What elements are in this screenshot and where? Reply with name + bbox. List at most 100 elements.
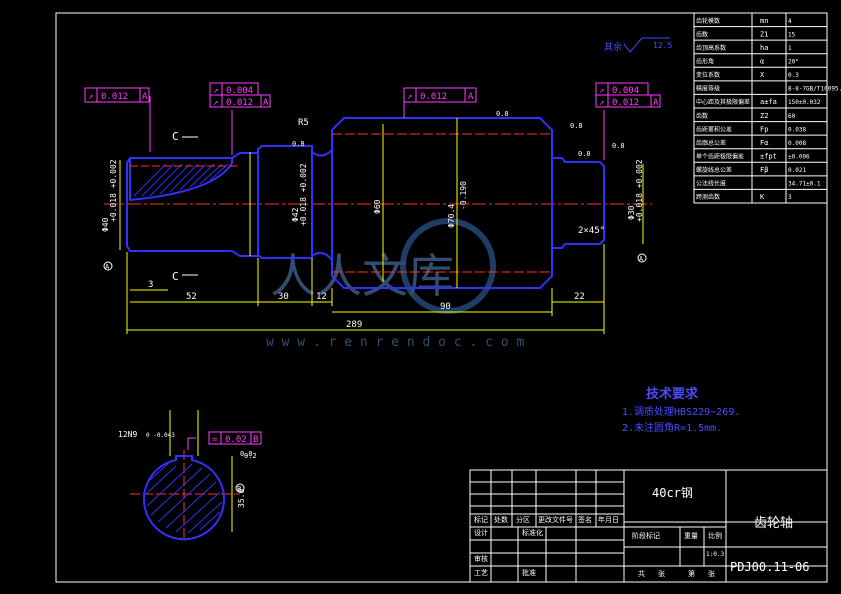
watermark-url: w w w . r e n r e n d o c . c o m xyxy=(266,335,524,350)
param-value: 34.71±0.1 xyxy=(788,181,821,188)
param-value: 4 xyxy=(788,18,792,25)
dim-d-left: Φ40 xyxy=(101,217,110,232)
dim-d-left-tol: +0.018 +0.002 xyxy=(109,159,118,222)
param-value: 0.038 xyxy=(788,126,806,133)
param-value: 3 xyxy=(788,194,792,201)
svg-text:标记: 标记 xyxy=(474,515,488,524)
gear-section xyxy=(331,117,553,289)
param-name: 齿顶高系数 xyxy=(696,44,726,52)
param-value: 0.008 xyxy=(788,140,806,147)
dim-len-3: 3 xyxy=(148,280,153,290)
dim-len-90: 90 xyxy=(440,302,451,312)
tol-frame-4: ↗ 0.012 A xyxy=(403,87,477,103)
param-name: 中心距及其极限偏差 xyxy=(696,98,750,106)
param-symbol: Fβ xyxy=(760,166,768,174)
svg-text:签名: 签名 xyxy=(578,515,592,524)
section-view: 12N9 0 -0.043 35.0 0.2 xyxy=(118,410,257,541)
dim-groove: R5 xyxy=(298,118,309,128)
shaft-right-journal xyxy=(552,157,605,249)
watermark: 人人文库 w w w . r e n r e n d o c . c o m xyxy=(266,218,524,350)
svg-text:0.012: 0.012 xyxy=(101,92,128,102)
dim-len-12: 12 xyxy=(316,292,327,302)
param-value: 8-8-7GB/T10095.1-2001 xyxy=(788,86,841,93)
svg-text:共: 共 xyxy=(638,569,645,578)
dim-d-right: Φ30 xyxy=(627,205,636,220)
param-name: 公法线长度 xyxy=(696,180,726,188)
svg-text:分区: 分区 xyxy=(516,515,530,524)
param-name: 变位系数 xyxy=(696,71,720,79)
dimension-lines xyxy=(119,118,644,334)
svg-text:工艺: 工艺 xyxy=(474,569,488,577)
svg-text:处数: 处数 xyxy=(494,515,508,524)
svg-text:=: = xyxy=(212,435,218,445)
svg-text:↗: ↗ xyxy=(599,86,604,96)
param-symbol: Fα xyxy=(760,139,768,147)
drawing-number-text: PDJ00.11-06 xyxy=(730,560,809,574)
svg-text:0.004: 0.004 xyxy=(612,86,639,96)
svg-text:0.012: 0.012 xyxy=(420,92,447,102)
shaft-left-journal xyxy=(126,152,259,257)
material-text: 40cr钢 xyxy=(652,486,693,500)
svg-text:0.8: 0.8 xyxy=(570,122,583,130)
part-name-text: 齿轮轴 xyxy=(754,516,793,531)
ratio-label: 比例 xyxy=(708,531,722,540)
title-block xyxy=(469,469,828,583)
svg-text:C: C xyxy=(172,130,179,143)
param-symbol: α xyxy=(760,57,764,65)
param-symbol: a±fa xyxy=(760,98,777,106)
param-name: 齿轮模数 xyxy=(696,17,720,25)
svg-text:A: A xyxy=(263,98,269,108)
param-value: 1 xyxy=(788,45,792,52)
svg-text:A: A xyxy=(639,255,644,263)
section-outline xyxy=(143,455,225,541)
tol-frame-7: = 0.02 B xyxy=(208,431,262,445)
param-name: 齿廓总公差 xyxy=(696,139,726,147)
param-name: 跨测齿数 xyxy=(696,193,720,201)
svg-text:标准化: 标准化 xyxy=(522,528,543,537)
param-symbol: Z1 xyxy=(760,30,768,38)
svg-text:A: A xyxy=(653,98,659,108)
svg-text:第: 第 xyxy=(688,569,695,578)
tol-frame-5: ↗ 0.004 xyxy=(595,82,649,96)
dimension-texts: 3 52 30 12 90 22 289 2×45° R5 xyxy=(148,118,605,330)
param-name: 齿距累积公差 xyxy=(696,125,732,133)
tol-frame-6: ↗ 0.012 A xyxy=(595,94,661,108)
svg-text:审核: 审核 xyxy=(474,554,488,563)
dim-d-tip: Φ70.4 xyxy=(447,204,456,228)
tol-frame-3: ↗ 0.012 A xyxy=(209,94,271,108)
svg-text:A: A xyxy=(105,263,110,271)
svg-text:0.8: 0.8 xyxy=(612,142,625,150)
section-key-width: 12N9 xyxy=(118,430,137,439)
svg-text:A: A xyxy=(468,92,474,102)
section-radius: 0.2 xyxy=(244,452,257,460)
param-symbol: Z2 xyxy=(760,112,768,120)
diameter-texts: Φ40 +0.018 +0.002 Φ42 +0.018 +0.002 Φ60 … xyxy=(101,159,644,232)
svg-text:A: A xyxy=(142,92,148,102)
svg-text:↗: ↗ xyxy=(599,98,604,108)
gear-params-table xyxy=(693,12,828,204)
svg-text:设计: 设计 xyxy=(474,528,488,537)
param-value: 15 xyxy=(788,31,796,38)
roughness-symbol-icon xyxy=(623,37,670,53)
svg-text:更改文件号: 更改文件号 xyxy=(538,515,573,524)
roughness-marks: 0.8 0.8 0.8 0.8 0.8 0.8 xyxy=(240,110,625,458)
dim-d-second-tol: +0.018 +0.002 xyxy=(299,163,308,226)
roughness-note: 其余 xyxy=(604,41,622,53)
param-symbol: ha xyxy=(760,44,768,52)
keyway-cut xyxy=(129,157,233,202)
section-hatch xyxy=(145,459,223,534)
section-markers: C C xyxy=(172,130,198,283)
param-value: 0.3 xyxy=(788,72,799,79)
dim-chamfer: 2×45° xyxy=(578,226,605,236)
svg-text:0.8: 0.8 xyxy=(496,110,509,118)
svg-text:↗: ↗ xyxy=(213,98,218,108)
title-block-texts: 40cr钢 齿轮轴 PDJ00.11-06 1:0.3 阶段标记 重量 比例 共… xyxy=(474,486,809,578)
svg-text:0.8: 0.8 xyxy=(240,450,253,458)
param-name: 螺旋线总公差 xyxy=(696,166,732,174)
roughness-value: 12.5 xyxy=(653,41,672,50)
shaft-front-view xyxy=(104,117,652,289)
scale-text: 1:0.3 xyxy=(706,551,724,558)
svg-text:批准: 批准 xyxy=(522,568,536,577)
param-name: 齿数 xyxy=(696,30,708,38)
